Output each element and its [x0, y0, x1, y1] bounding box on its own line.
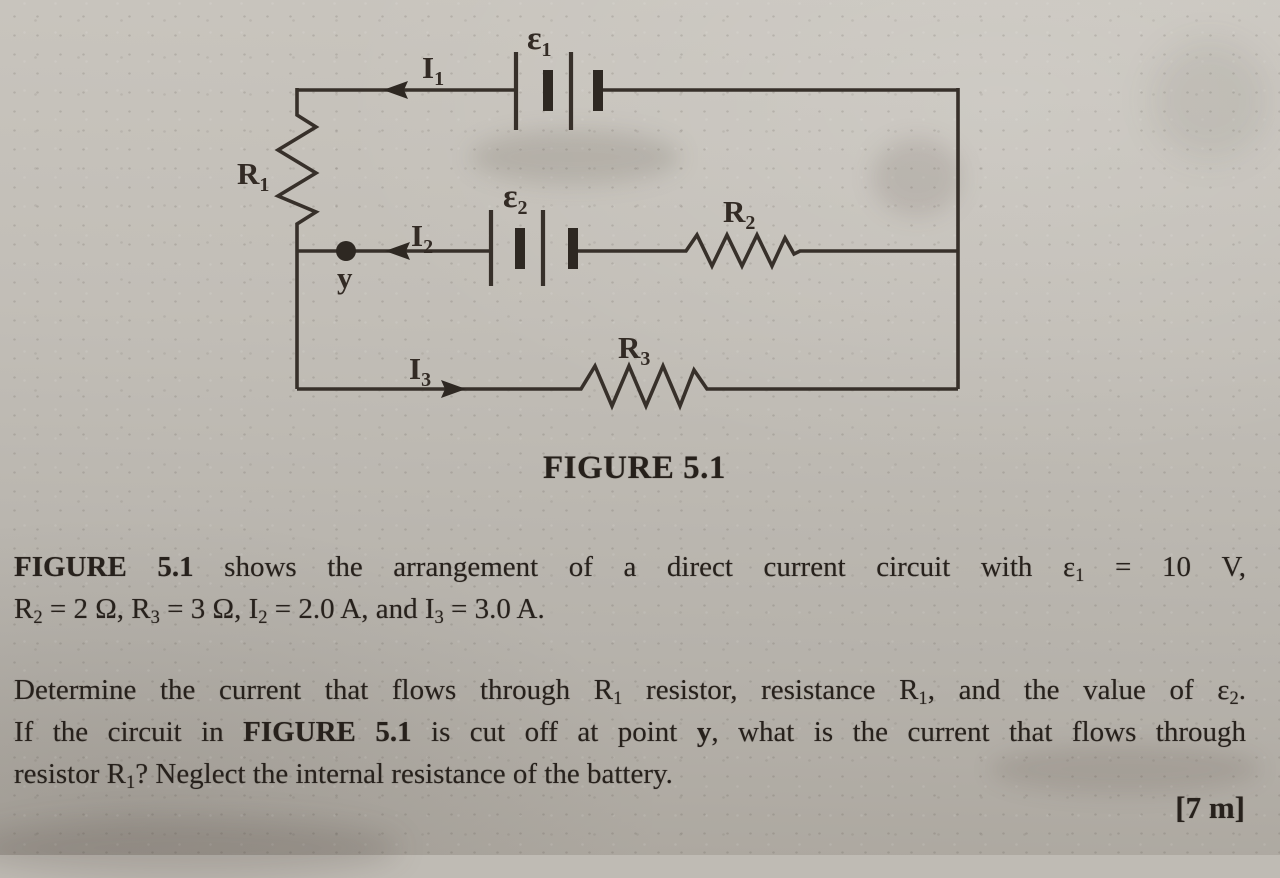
- text-segment: 1: [1075, 565, 1085, 587]
- resistor-r1-body: [274, 88, 320, 389]
- text-segment: , what is the current that flows through: [711, 716, 1246, 748]
- text-line: FIGURE 5.1 shows the arrangement of a di…: [14, 546, 1246, 588]
- text-segment: , and the value of ε: [927, 674, 1230, 706]
- text-segment: If the circuit in: [14, 716, 244, 748]
- battery-emf2-short-plate: [568, 228, 578, 269]
- text-segment: is cut off at point: [411, 716, 697, 748]
- current-i3-arrow: [441, 380, 466, 398]
- label-i2: I2: [411, 218, 433, 258]
- text-segment: = 10 V,: [1084, 551, 1246, 583]
- label-emf1: ε1: [527, 20, 552, 61]
- text-segment: 2: [1229, 688, 1239, 710]
- text-segment: = 2 Ω, R: [42, 593, 151, 625]
- text-line: resistor R1? Neglect the internal resist…: [14, 753, 1246, 795]
- label-r3: R3: [618, 330, 650, 370]
- figure-caption: FIGURE 5.1: [543, 450, 726, 486]
- text-segment: 2: [258, 607, 268, 629]
- current-i1-arrow: [383, 81, 408, 99]
- marks-label: [7 m]: [1175, 790, 1245, 825]
- battery-emf2: [488, 210, 578, 286]
- text-segment: 2: [33, 607, 43, 629]
- resistor-r3-body: [297, 361, 958, 411]
- text-segment: resistor, resistance R: [622, 674, 919, 706]
- text-line: Determine the current that flows through…: [14, 669, 1246, 711]
- text-segment: = 3 Ω, I: [159, 593, 259, 625]
- label-i3: I3: [409, 351, 431, 391]
- junction-point-y: [336, 241, 356, 261]
- text-segment: FIGURE 5.1: [14, 551, 194, 583]
- text-segment: = 3.0 A.: [443, 593, 545, 625]
- current-i2-arrow: [385, 242, 410, 260]
- text-segment: .: [1238, 674, 1246, 706]
- text-line: R2 = 2 Ω, R3 = 3 Ω, I2 = 2.0 A, and I3 =…: [14, 588, 1246, 630]
- circuit-diagram: ε1 I1 R1 ε2 I2 R2 y I3 R3: [237, 20, 960, 411]
- text-segment: 1: [613, 688, 623, 710]
- label-i1: I1: [422, 50, 444, 90]
- scan-smudge: [0, 818, 400, 878]
- battery-emf1-short-plate: [593, 70, 603, 111]
- question-paragraph: Determine the current that flows through…: [14, 669, 1246, 795]
- text-segment: = 2.0 A, and I: [267, 593, 435, 625]
- label-r2: R2: [723, 194, 755, 234]
- label-point-y: y: [337, 260, 353, 295]
- resistor-r2-body: [578, 230, 958, 271]
- text-segment: 3: [434, 607, 444, 629]
- text-segment: y: [696, 716, 712, 748]
- text-segment: 3: [150, 607, 160, 629]
- text-segment: R: [14, 593, 34, 625]
- text-segment: ? Neglect the internal resistance of the…: [135, 758, 673, 790]
- label-r1: R1: [237, 156, 269, 196]
- text-segment: resistor R: [14, 758, 126, 790]
- battery-emf1-short-plate: [543, 70, 553, 111]
- text-segment: shows the arrangement of a direct curren…: [193, 551, 1063, 583]
- problem-statement-paragraph: FIGURE 5.1 shows the arrangement of a di…: [14, 546, 1246, 630]
- text-segment: 1: [125, 772, 136, 794]
- text-segment: FIGURE 5.1: [243, 716, 412, 748]
- text-line: If the circuit in FIGURE 5.1 is cut off …: [14, 711, 1246, 753]
- battery-emf2-short-plate: [515, 228, 525, 269]
- text-segment: ε: [1062, 551, 1076, 583]
- text-segment: 1: [918, 688, 928, 710]
- label-emf2: ε2: [503, 178, 528, 219]
- battery-emf1: [513, 52, 603, 130]
- text-segment: Determine the current that flows through…: [14, 674, 614, 706]
